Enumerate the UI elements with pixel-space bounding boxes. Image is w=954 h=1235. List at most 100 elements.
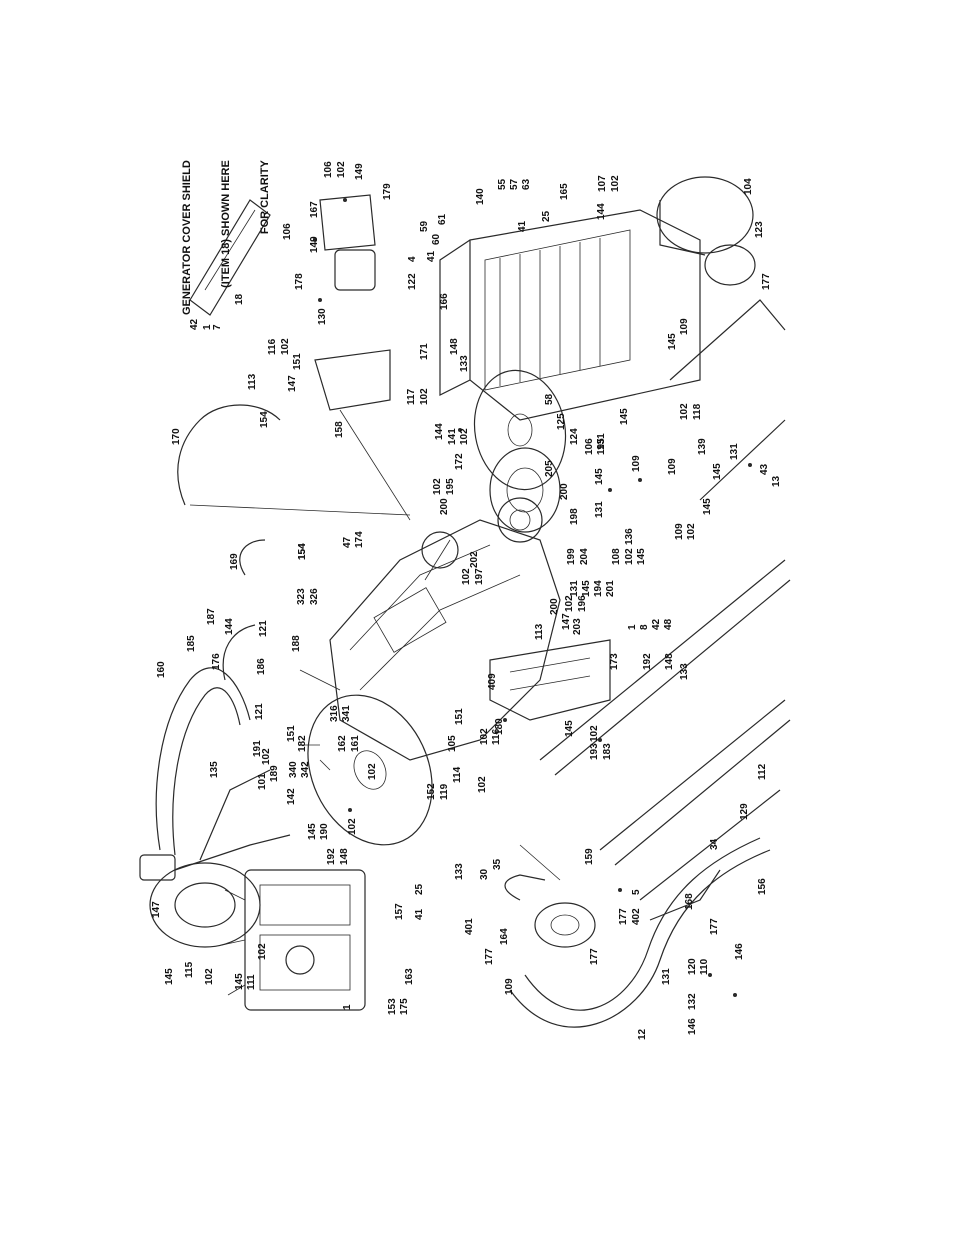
callout: 323 — [296, 588, 307, 605]
callout: 102 — [589, 725, 600, 742]
callout: 145 — [594, 468, 605, 485]
callout: 190 — [319, 823, 330, 840]
callout: 200 — [559, 483, 570, 500]
callout: 61 — [437, 213, 448, 225]
callout: 176 — [211, 653, 222, 670]
callout: 118 — [692, 403, 703, 420]
note-line-3: FOR CLARITY — [259, 160, 271, 235]
callout: 177 — [709, 918, 720, 935]
callout: 205 — [544, 460, 555, 477]
callout: 142 — [286, 788, 297, 805]
callout: 188 — [291, 635, 302, 652]
callout: 158 — [334, 421, 345, 438]
callout: 104 — [743, 178, 754, 195]
callout: 196 — [577, 595, 588, 612]
callout: 109 — [631, 455, 642, 472]
callout: 102 — [610, 175, 621, 192]
callout: 183 — [602, 743, 613, 760]
callout: 145 — [564, 720, 575, 737]
callout: 151 — [454, 708, 465, 725]
callout: 116 — [267, 338, 278, 355]
callout: 146 — [687, 1018, 698, 1035]
callout: 106 — [282, 223, 293, 240]
callout: 115 — [184, 961, 195, 978]
callout: 13 — [771, 475, 782, 487]
fan-pulleys — [473, 369, 567, 533]
callout: 177 — [589, 948, 600, 965]
callout: 170 — [171, 428, 182, 445]
callout: 161 — [350, 735, 361, 752]
lower-hoses — [509, 837, 771, 1028]
callout: 8 — [639, 624, 650, 630]
callout: 102 — [367, 763, 378, 780]
engine-mount-bracket — [489, 639, 611, 721]
callout: 35 — [492, 858, 503, 870]
callout: 60 — [431, 233, 442, 245]
callout: 112 — [757, 763, 768, 780]
callout: 173 — [609, 653, 620, 670]
callout: 145 — [619, 408, 630, 425]
callout: 119 — [439, 783, 450, 800]
callout: 102 — [336, 161, 347, 178]
callout: 102 — [257, 943, 268, 960]
callout: 125 — [556, 413, 567, 430]
callout: 151 — [292, 353, 303, 370]
callout: 145 — [164, 968, 175, 985]
callout: 102 — [419, 388, 430, 405]
callout: 154 — [297, 543, 308, 560]
callout: 102 — [459, 428, 470, 445]
callout: 41 — [517, 220, 528, 232]
callout: 156 — [757, 878, 768, 895]
callout: 132 — [687, 993, 698, 1010]
callout: 42 — [189, 318, 200, 330]
callout: 187 — [206, 608, 217, 625]
callout: 133 — [459, 355, 470, 372]
callout: 110 — [699, 958, 710, 975]
generator-assembly — [221, 869, 366, 1011]
callout: 165 — [559, 183, 570, 200]
callout: 107 — [597, 175, 608, 192]
callout: 102 — [679, 403, 690, 420]
callout: 102 — [432, 478, 443, 495]
callout: 159 — [584, 848, 595, 865]
callout: 130 — [317, 308, 328, 325]
callout: 123 — [754, 221, 765, 238]
callout: 117 — [406, 388, 417, 405]
callout: 204 — [579, 548, 590, 565]
generator-cover-note: GENERATOR COVER SHIELD (ITEM 18) SHOWN H… — [155, 160, 298, 315]
callout: 109 — [679, 318, 690, 335]
callout: 145 — [636, 548, 647, 565]
callout: 121 — [258, 620, 269, 637]
callout: 326 — [309, 588, 320, 605]
callout: 12 — [637, 1028, 648, 1040]
callout: 164 — [499, 928, 510, 945]
callout: 193 — [589, 743, 600, 760]
callout: 58 — [544, 393, 555, 405]
callout: 147 — [561, 613, 572, 630]
callout: 341 — [341, 705, 352, 722]
callout: 131 — [661, 968, 672, 985]
callout: 120 — [687, 958, 698, 975]
callout: 102 — [347, 818, 358, 835]
callout: 133 — [679, 663, 690, 680]
callout: 178 — [294, 273, 305, 290]
callout: 59 — [419, 220, 430, 232]
callout: 102 — [280, 338, 291, 355]
callout: 151 — [286, 725, 297, 742]
callout: 25 — [541, 210, 552, 222]
callout: 101 — [257, 773, 268, 790]
callout: 106 — [584, 438, 595, 455]
callout: 152 — [426, 783, 437, 800]
callout: 42 — [651, 618, 662, 630]
upper-bracket — [319, 194, 376, 291]
note-line-1: GENERATOR COVER SHIELD — [181, 160, 193, 315]
callout: 113 — [247, 373, 258, 390]
callout: 172 — [454, 453, 465, 470]
callout: 106 — [323, 161, 334, 178]
callout: 186 — [256, 658, 267, 675]
callout: 202 — [469, 551, 480, 568]
callout: 131 — [594, 501, 605, 518]
callout: 340 — [288, 761, 299, 778]
